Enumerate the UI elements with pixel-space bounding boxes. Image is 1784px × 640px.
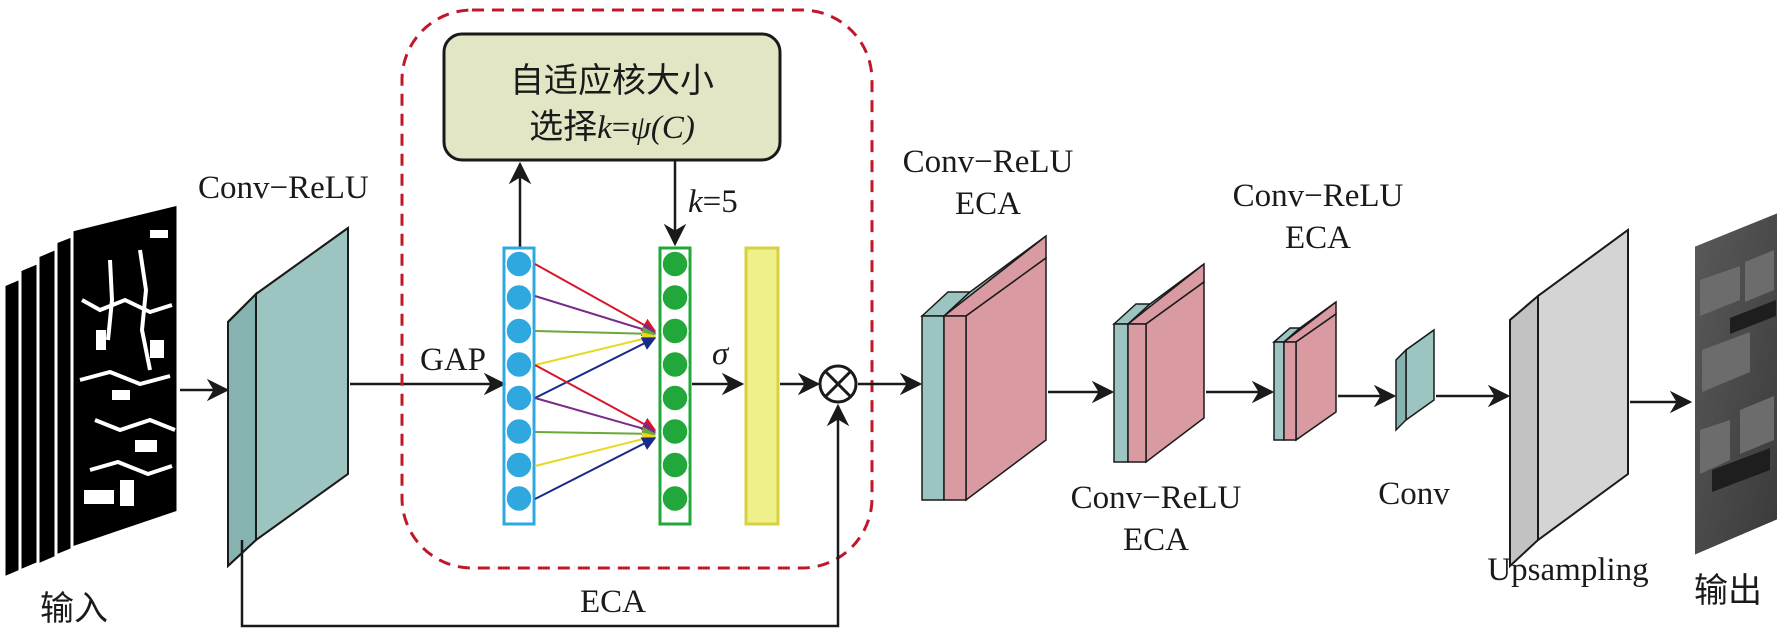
conv-relu-block-1	[227, 226, 349, 569]
gap-node	[505, 484, 533, 513]
k-value: =5	[703, 184, 738, 220]
gap-label: GAP	[420, 342, 486, 378]
block-2-label-line1: Conv−ReLU	[903, 144, 1074, 180]
output-label: 输出	[1694, 571, 1762, 611]
block-4-label-line2: ECA	[1285, 220, 1351, 256]
conv1d-node	[661, 384, 689, 412]
conv1d-node	[661, 350, 689, 379]
conv-relu-eca-block-4	[1272, 300, 1337, 442]
gap-node	[505, 451, 533, 479]
kernel-connections	[534, 263, 657, 500]
adaptive-kernel-box: 自适应核大小 选择k=ψ(C)	[442, 32, 782, 162]
conv1d-node-column	[658, 246, 692, 526]
circle-times-icon	[818, 364, 858, 404]
upsampling-label: Upsampling	[1487, 552, 1648, 588]
conv-label: Conv	[1378, 476, 1450, 512]
skip-connection-line	[240, 403, 850, 628]
adaptive-prefix: 选择	[529, 107, 597, 147]
sigma-label: σ	[712, 336, 730, 372]
block-4-label-line1: Conv−ReLU	[1233, 178, 1404, 214]
k-var: k	[688, 184, 704, 220]
output-image	[1693, 210, 1779, 558]
adaptive-psi: ψ	[630, 110, 651, 146]
gap-node	[505, 283, 533, 312]
gap-node	[505, 417, 533, 446]
gap-node	[505, 317, 533, 345]
eca-module-label: ECA	[580, 584, 646, 620]
adaptive-kernel-line1: 自适应核大小	[510, 61, 714, 101]
block-3-label-line2: ECA	[1123, 522, 1189, 558]
conv1d-node	[661, 451, 689, 479]
input-label: 输入	[40, 589, 108, 629]
k-value-label: k=5	[688, 184, 738, 220]
adaptive-k: k	[597, 110, 613, 146]
gap-node	[505, 384, 533, 412]
adaptive-kernel-line2: 选择k=ψ(C)	[529, 107, 695, 147]
conv1d-node	[661, 283, 689, 312]
conv1d-node	[661, 250, 689, 278]
conv-relu-1-label: Conv−ReLU	[198, 170, 369, 206]
gap-node-column	[502, 246, 536, 526]
block-3-label-line1: Conv−ReLU	[1071, 480, 1242, 516]
upsampling-block	[1509, 228, 1629, 569]
adaptive-eq: =	[612, 110, 631, 146]
block-2-label-line2: ECA	[955, 186, 1021, 222]
input-image-stack	[2, 202, 180, 581]
gap-node	[505, 250, 533, 278]
conv1d-node	[661, 417, 689, 446]
adaptive-c: (C)	[651, 110, 695, 146]
sigmoid-weights-bar	[744, 246, 780, 526]
eca-module-border	[400, 8, 874, 570]
conv1d-node	[661, 317, 689, 345]
conv-relu-eca-block-3	[1112, 262, 1205, 464]
conv1d-node	[661, 484, 689, 513]
conv-relu-eca-block-2	[920, 234, 1047, 502]
conv-block	[1395, 328, 1435, 432]
gap-node	[505, 350, 533, 379]
